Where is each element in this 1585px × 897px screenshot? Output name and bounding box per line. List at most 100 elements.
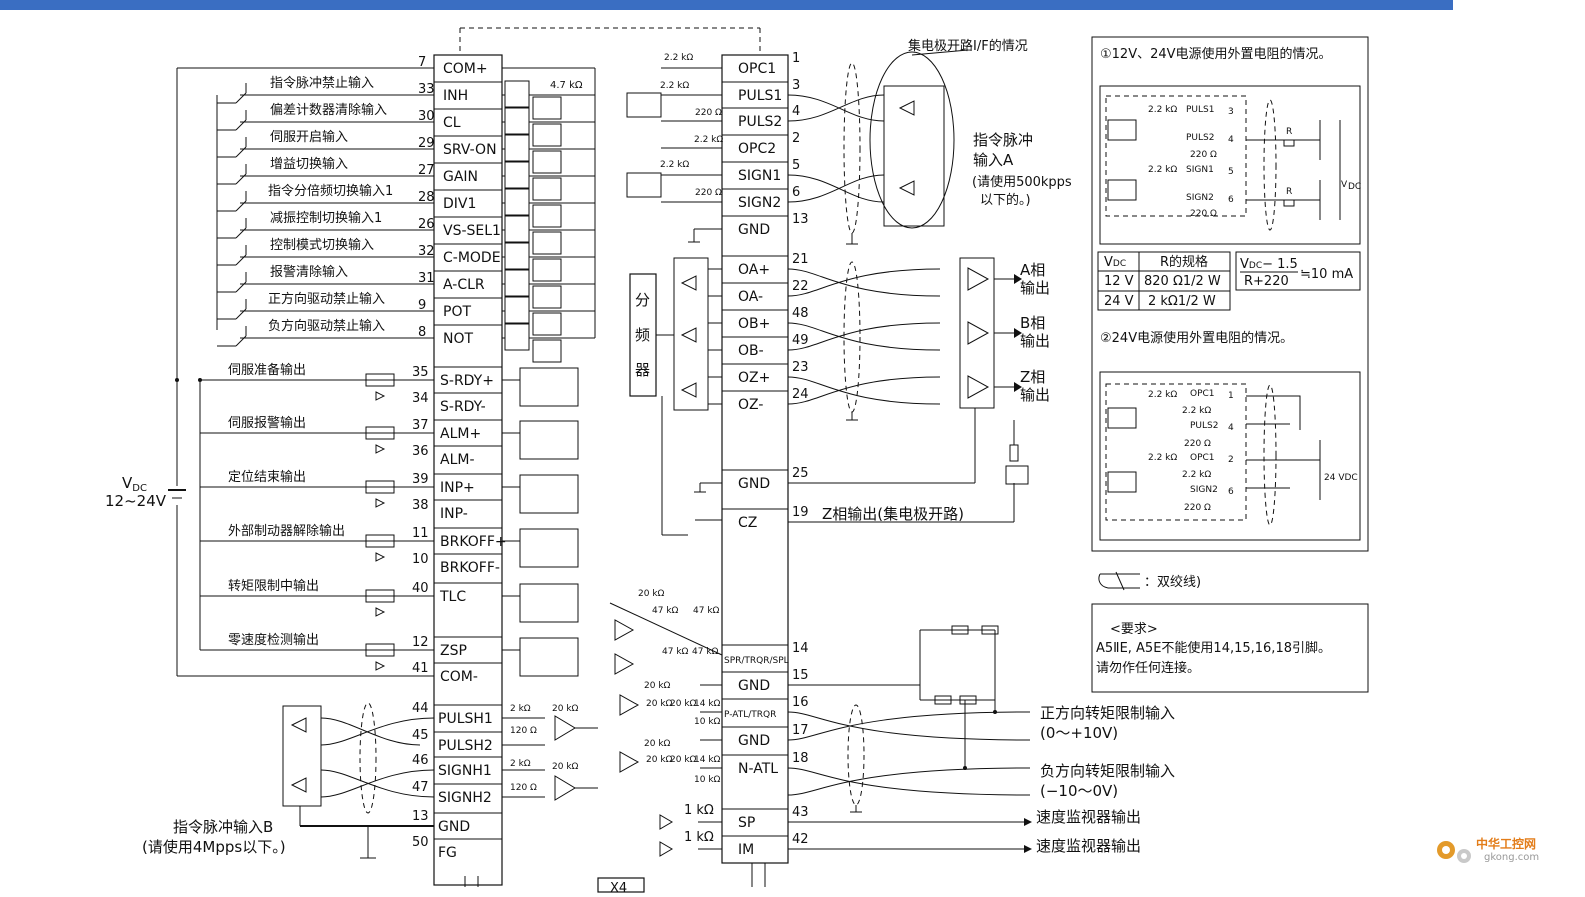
divider-box xyxy=(629,273,657,397)
output-couplers xyxy=(502,367,579,677)
out-pin-2-1: 38 xyxy=(412,498,429,513)
input-label-8: 报警清除输入 xyxy=(270,264,348,280)
right-pin-13: 25 xyxy=(792,466,809,481)
r-4k7-label: 4.7 kΩ xyxy=(550,80,583,91)
svg-text:20 kΩ: 20 kΩ xyxy=(646,755,673,765)
svg-text:20 kΩ: 20 kΩ xyxy=(638,589,665,599)
svg-text:R: R xyxy=(1286,127,1292,137)
case2-pin-2: 2 xyxy=(1228,455,1234,465)
case2-pin-1: 4 xyxy=(1228,423,1234,433)
svg-text:20 kΩ: 20 kΩ xyxy=(646,699,673,709)
right-pin-5: 6 xyxy=(792,185,800,200)
pin-number-2: 30 xyxy=(418,109,435,124)
out-signal-1-1: ALM- xyxy=(440,452,475,468)
cmd-pulse-a-3: (请使用500kpps xyxy=(972,174,1072,190)
out-pin-0-0: 35 xyxy=(412,365,429,380)
cmd-pulse-b-note: (请使用4Mpps以下。) xyxy=(142,838,286,856)
input-label-6: 减振控制切换输入1 xyxy=(270,210,382,226)
input-label-10: 负方向驱动禁止输入 xyxy=(268,318,385,334)
input-label-3: 伺服开启输入 xyxy=(270,129,348,145)
svg-text:47 kΩ: 47 kΩ xyxy=(693,606,720,616)
svg-text:2.2 kΩ: 2.2 kΩ xyxy=(660,160,689,170)
pulse-a-optocouplers: 2.2 kΩ 2.2 kΩ 220 Ω 2.2 kΩ 2.2 kΩ 220 Ω xyxy=(626,53,723,243)
right-signal-15: SPR/TRQR/SPL xyxy=(724,656,789,666)
cmd-pulse-a-1: 指令脉冲 xyxy=(973,131,1033,149)
right-signal-19: N-ATL xyxy=(738,761,778,777)
pin-signal-1: INH xyxy=(443,88,468,104)
input-label-2: 偏差计数器清除输入 xyxy=(270,102,387,118)
svg-text:14 kΩ: 14 kΩ xyxy=(694,699,721,709)
svg-text:120 Ω: 120 Ω xyxy=(510,726,537,736)
bottom-pin-4: 13 xyxy=(412,809,429,824)
right-pin-7: 21 xyxy=(792,252,809,267)
input-label-7: 控制模式切换输入 xyxy=(270,237,374,253)
svg-text:220 Ω: 220 Ω xyxy=(1190,150,1217,160)
case1-title: ①12V、24V电源使用外置电阻的情况。 xyxy=(1100,46,1332,62)
side-panel xyxy=(1091,36,1369,552)
svg-text:输出: 输出 xyxy=(1020,386,1050,404)
case1-sig-0: PULS1 xyxy=(1186,105,1214,115)
right-signal-8: OA- xyxy=(738,289,763,305)
out-pin-5-0: 12 xyxy=(412,635,429,650)
output-label-1: 伺服报警输出 xyxy=(228,415,306,431)
out-signal-4-0: TLC xyxy=(439,589,466,605)
right-pin-11: 23 xyxy=(792,360,809,375)
case2-sig-0: OPC1 xyxy=(1190,389,1215,399)
svg-text:频: 频 xyxy=(635,326,650,344)
neg-torque-label: 负方向转矩限制输入 xyxy=(1040,762,1175,780)
right-pin-17: 16 xyxy=(792,695,809,710)
pin-signal-2: CL xyxy=(443,115,461,131)
out-signal-3-1: BRKOFF- xyxy=(440,560,500,576)
right-signal-9: OB+ xyxy=(738,316,770,332)
svg-text:20 kΩ: 20 kΩ xyxy=(670,755,697,765)
right-pin-10: 49 xyxy=(792,333,809,348)
svg-text:R的规格: R的规格 xyxy=(1160,254,1208,270)
right-pin-15: 14 xyxy=(792,641,809,656)
svg-text:1 kΩ: 1 kΩ xyxy=(684,830,714,845)
input-label-9: 正方向驱动禁止输入 xyxy=(268,291,385,307)
output-label-2: 定位结束输出 xyxy=(228,469,306,485)
svg-text:10 kΩ: 10 kΩ xyxy=(694,775,721,785)
phase-b-label: B相 xyxy=(1020,314,1045,332)
case2-sig-3: SIGN2 xyxy=(1190,485,1218,495)
right-signal-6: GND xyxy=(738,222,770,238)
svg-text:(0～+10V): (0～+10V) xyxy=(1040,724,1118,742)
right-pin-14: 19 xyxy=(792,505,809,520)
table-head-vdc: VDC xyxy=(1104,255,1126,270)
right-pin-18: 17 xyxy=(792,723,809,738)
right-pin-6: 13 xyxy=(792,212,809,227)
right-signal-17: P-ATL/TRQR xyxy=(724,710,776,720)
out-signal-2-0: INP+ xyxy=(440,480,475,496)
right-pin-9: 48 xyxy=(792,306,809,321)
out-signal-0-0: S-RDY+ xyxy=(440,373,494,389)
output-label-3: 外部制动器解除输出 xyxy=(228,523,345,539)
out-pin-1-1: 36 xyxy=(412,444,429,459)
req-text-1: A5ⅡE, A5E不能使用14,15,16,18引脚。 xyxy=(1096,640,1331,656)
input-label-1: 指令脉冲禁止输入 xyxy=(270,75,374,91)
input-label-4: 增益切换输入 xyxy=(270,156,348,172)
svg-text:2.2 kΩ: 2.2 kΩ xyxy=(1148,105,1177,115)
svg-text:2 kΩ: 2 kΩ xyxy=(510,759,531,769)
right-connector-body xyxy=(721,54,789,864)
svg-text:47 kΩ: 47 kΩ xyxy=(662,647,689,657)
case1-pin-0: 3 xyxy=(1228,107,1234,117)
right-signal-11: OZ+ xyxy=(738,370,770,386)
right-signal-13: GND xyxy=(738,476,770,492)
case1-sig-1: PULS2 xyxy=(1186,133,1214,143)
right-signal-12: OZ- xyxy=(738,397,763,413)
twisted-pair-legend: ：双绞线) xyxy=(1144,574,1201,590)
requirement-box xyxy=(1091,603,1369,693)
pin-signal-9: POT xyxy=(443,304,471,320)
right-signal-0: OPC1 xyxy=(738,61,776,77)
case2-pin-3: 6 xyxy=(1228,487,1234,497)
case1-sig-3: SIGN2 xyxy=(1186,193,1214,203)
out-pin-0-1: 34 xyxy=(412,391,429,406)
right-signal-2: PULS2 xyxy=(738,114,782,130)
right-pin-20: 43 xyxy=(792,805,809,820)
pin-number-6: 26 xyxy=(418,217,435,232)
phase-a-label: A相 xyxy=(1020,261,1045,279)
left-input-group: COM+7INH33指令脉冲禁止输入CL30偏差计数器清除输入SRV-ON29伺… xyxy=(217,54,505,347)
pin-signal-7: C-MODE xyxy=(443,250,501,266)
pin-signal-5: DIV1 xyxy=(443,196,476,212)
out-signal-2-1: INP- xyxy=(440,506,468,522)
